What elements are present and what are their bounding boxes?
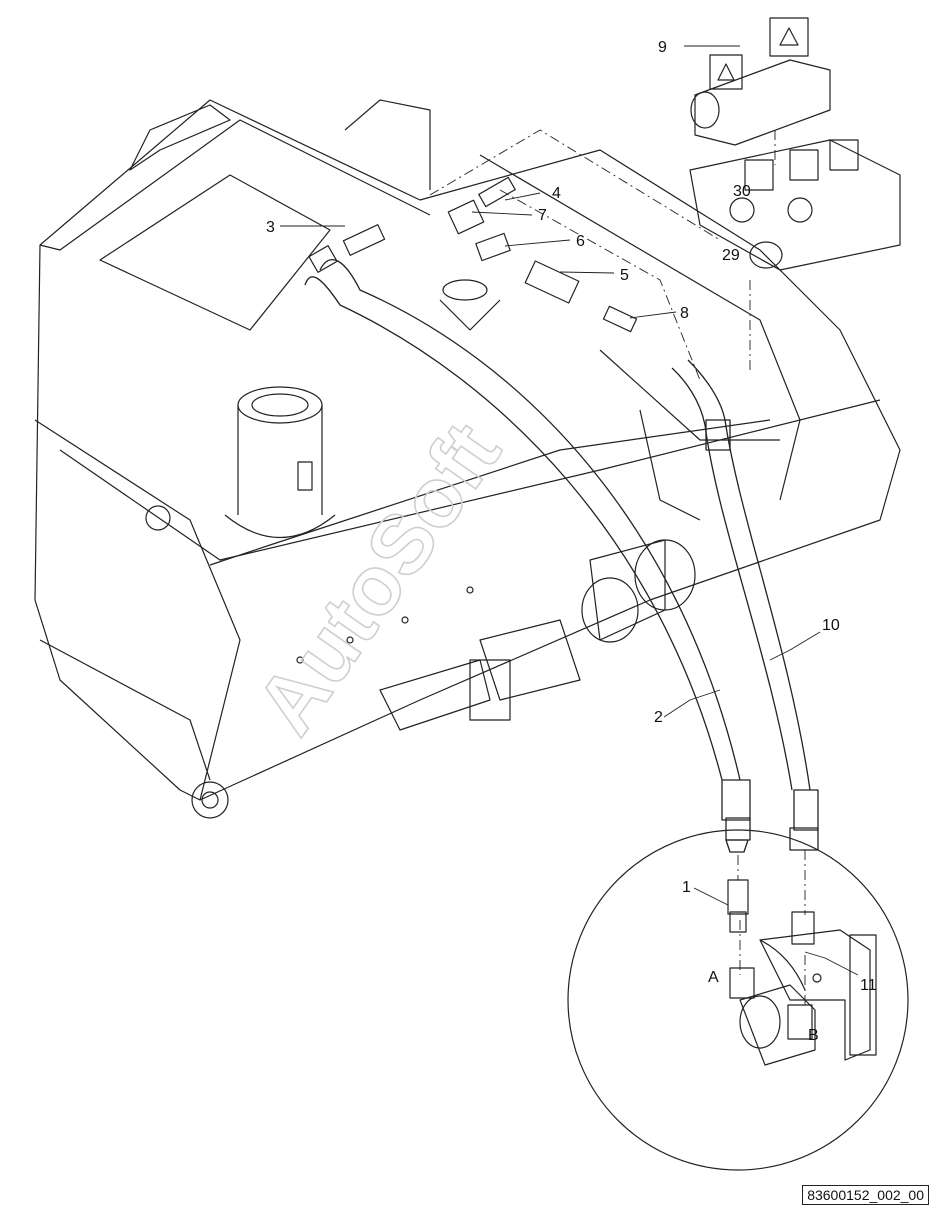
detail-circle	[567, 829, 909, 1171]
fittings	[308, 176, 638, 333]
valve-block	[689, 17, 901, 271]
callout-9: 9	[658, 39, 667, 56]
callout-10: 10	[822, 617, 840, 634]
callout-6: 6	[576, 233, 585, 250]
machine-frame	[34, 99, 901, 819]
center-column	[224, 279, 501, 539]
hose-2	[304, 258, 751, 853]
callout-8: 8	[680, 305, 689, 322]
callout-7: 7	[538, 207, 547, 224]
callout-B: B	[808, 1027, 819, 1044]
leader-lines	[280, 45, 859, 976]
callout-29: 29	[722, 247, 740, 264]
callout-2: 2	[654, 709, 663, 726]
alignment-lines	[429, 129, 806, 1005]
callout-1: 1	[682, 879, 691, 896]
drive-assembly	[379, 539, 696, 731]
watermark: AutoSoft	[238, 406, 518, 750]
hose-10	[671, 359, 819, 851]
callout-5: 5	[620, 267, 629, 284]
drawing-reference-number: 83600152_002_00	[802, 1185, 929, 1205]
callouts: 9 30 29 3 4 7 6 5 8 10 2 1 A 11 B	[266, 39, 877, 1044]
callout-3: 3	[266, 219, 275, 236]
callout-30: 30	[733, 183, 751, 200]
callout-11: 11	[860, 977, 877, 994]
callout-4: 4	[552, 185, 561, 202]
callout-A: A	[708, 969, 719, 986]
